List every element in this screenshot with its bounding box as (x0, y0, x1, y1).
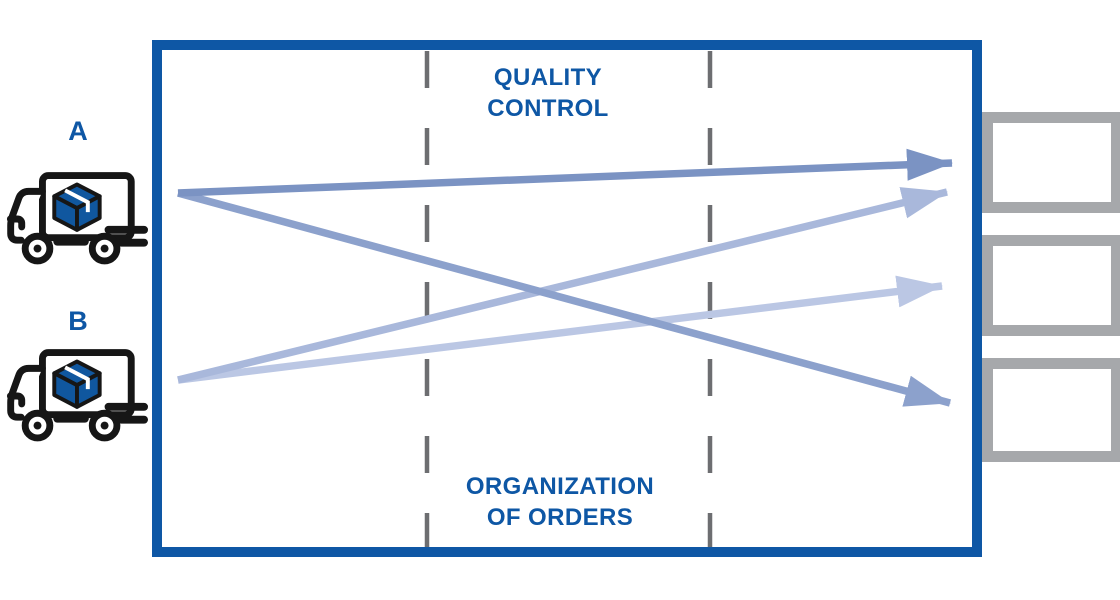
zone-label-organization-line1: ORGANIZATION (465, 473, 655, 500)
zone-label-quality-control-line1: QUALITY (493, 64, 603, 91)
dock-2 (982, 235, 1120, 336)
zone-label-organization-line2: OF ORDERS (486, 504, 634, 531)
truck-a-delivery-truck-icon (2, 170, 148, 266)
truck-a-label: A (68, 116, 88, 146)
truck-b-label: B (68, 306, 88, 336)
zone-label-organization-of-orders: ORGANIZATION OF ORDERS (410, 471, 710, 533)
zone-label-quality-control-line2: CONTROL (487, 95, 609, 122)
zone-label-quality-control: QUALITY CONTROL (398, 62, 698, 124)
dock-3 (982, 358, 1120, 462)
truck-b-delivery-truck-icon (2, 347, 148, 443)
dock-1 (982, 112, 1120, 213)
